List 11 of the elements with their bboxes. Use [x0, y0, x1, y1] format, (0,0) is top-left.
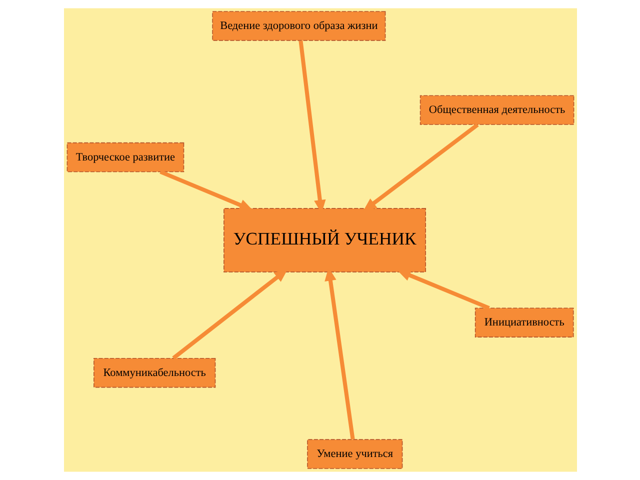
- node-box: Умение учиться: [306, 439, 402, 469]
- node-box: Инициативность: [474, 308, 574, 338]
- node-box: Коммуникабельность: [93, 358, 216, 388]
- node-box: УСПЕШНЫЙ УЧЕНИК: [223, 208, 426, 272]
- node-box: Общественная деятельность: [419, 95, 574, 125]
- arrow: [362, 123, 478, 212]
- arrow: [159, 170, 252, 211]
- node-box: Ведение здорового образа жизни: [212, 11, 386, 41]
- node-box: Творческое развитие: [66, 142, 184, 172]
- arrow: [396, 270, 490, 310]
- arrow: [172, 269, 288, 360]
